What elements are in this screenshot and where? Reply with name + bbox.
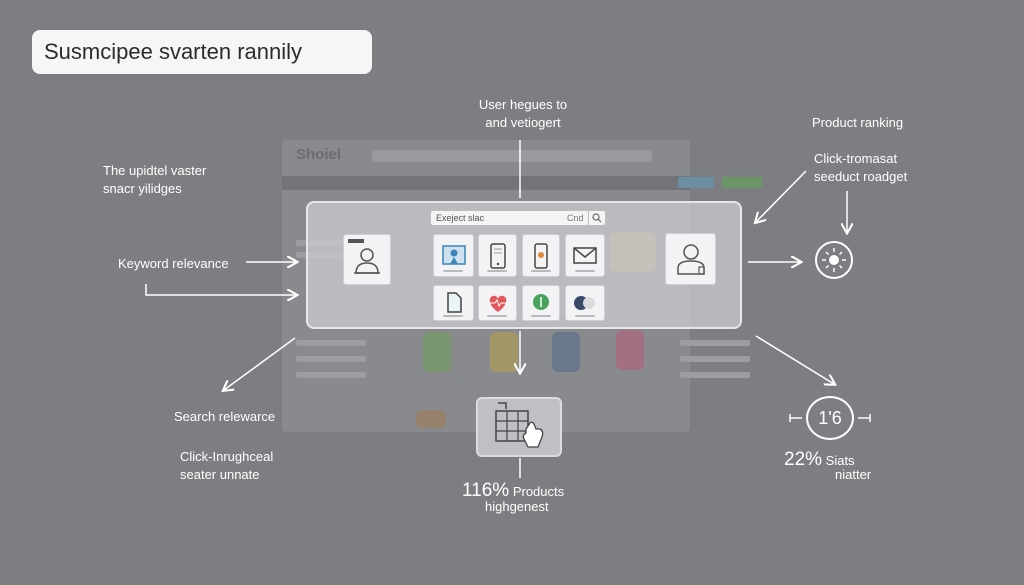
card-location[interactable]: [522, 285, 560, 321]
tablet-icon: [489, 242, 506, 269]
smartphone-icon: [534, 242, 548, 269]
search-hint: Cnd: [567, 213, 584, 223]
document-icon: [446, 292, 462, 313]
background-button: [722, 177, 762, 188]
background-product: [552, 332, 580, 372]
background-product: [416, 410, 446, 428]
card-caption: [575, 315, 595, 317]
background-logo: Shoiel: [296, 146, 342, 163]
card-mail[interactable]: [565, 234, 605, 277]
search-value: Exeject slac: [436, 213, 485, 223]
person-icon: [354, 247, 380, 274]
card-caption: [487, 315, 507, 317]
background-sidebar-line: [680, 356, 750, 362]
card-tablet[interactable]: [478, 234, 517, 277]
background-sidebar-line: [296, 372, 366, 378]
map-pin-icon: [441, 244, 466, 265]
label-niatter: niatter: [835, 467, 872, 482]
search-input[interactable]: Exeject slac Cnd: [430, 210, 606, 226]
card-caption: [531, 270, 551, 272]
badge-icon: [574, 296, 595, 310]
label-highgenest: highgenest: [485, 499, 549, 514]
card-caption: [443, 315, 463, 317]
background-sidebar-line: [680, 372, 750, 378]
background-product: [616, 330, 644, 370]
label-search-relevance: Search relewarce: [174, 409, 276, 424]
card-caption: [575, 270, 595, 272]
label-click-tromasat: Click-tromasat seeduct roadget: [814, 151, 908, 184]
card-smartphone[interactable]: [522, 234, 560, 277]
background-search: [372, 150, 652, 162]
background-sidebar-line: [296, 356, 366, 362]
card-left-person[interactable]: [343, 234, 391, 285]
sun-icon: [822, 248, 846, 272]
label-products-pct: 116% Products: [462, 480, 565, 501]
mail-icon: [573, 246, 597, 264]
search-icon[interactable]: [588, 210, 605, 226]
card-caption: [531, 315, 551, 317]
stat-circle: 1'6: [806, 396, 854, 440]
background-sidebar-line: [296, 340, 366, 346]
arrow-stats: [755, 335, 834, 384]
location-icon: [533, 294, 549, 310]
heart-icon: [489, 295, 506, 312]
diagram-title: Susmcipee svarten rannily: [32, 30, 372, 74]
label-upidtel-vaster: The upidtel vaster snacr yilidges: [103, 163, 207, 196]
shopping-cart-icon: [495, 402, 544, 448]
user-icon: [676, 244, 705, 275]
arrow-search-relevance: [224, 337, 296, 390]
background-nav: [282, 176, 690, 190]
label-product-ranking: Product ranking: [812, 115, 904, 130]
arrow-product-ranking: [756, 170, 807, 222]
label-click-inrughceal: Click-Inrughceal seater unnate: [180, 449, 274, 482]
background-sidebar-line: [680, 340, 750, 346]
card-caption: [487, 270, 507, 272]
background-product: [423, 332, 451, 372]
label-stats-pct: 22% Siats: [784, 449, 855, 470]
sun-circle: [815, 241, 853, 279]
card-right-user[interactable]: [665, 233, 716, 285]
arrow-keyword-bottom: [145, 284, 296, 295]
background-button: [678, 177, 714, 188]
label-keyword-relevance: Keyword relevance: [118, 256, 229, 271]
card-tag: [348, 239, 364, 243]
card-caption: [443, 270, 463, 272]
label-top-center: User hegues to and vetiogert: [478, 97, 568, 130]
shopping-cart-box: [476, 397, 562, 457]
background-product: [490, 332, 518, 372]
card-map[interactable]: [433, 234, 474, 277]
